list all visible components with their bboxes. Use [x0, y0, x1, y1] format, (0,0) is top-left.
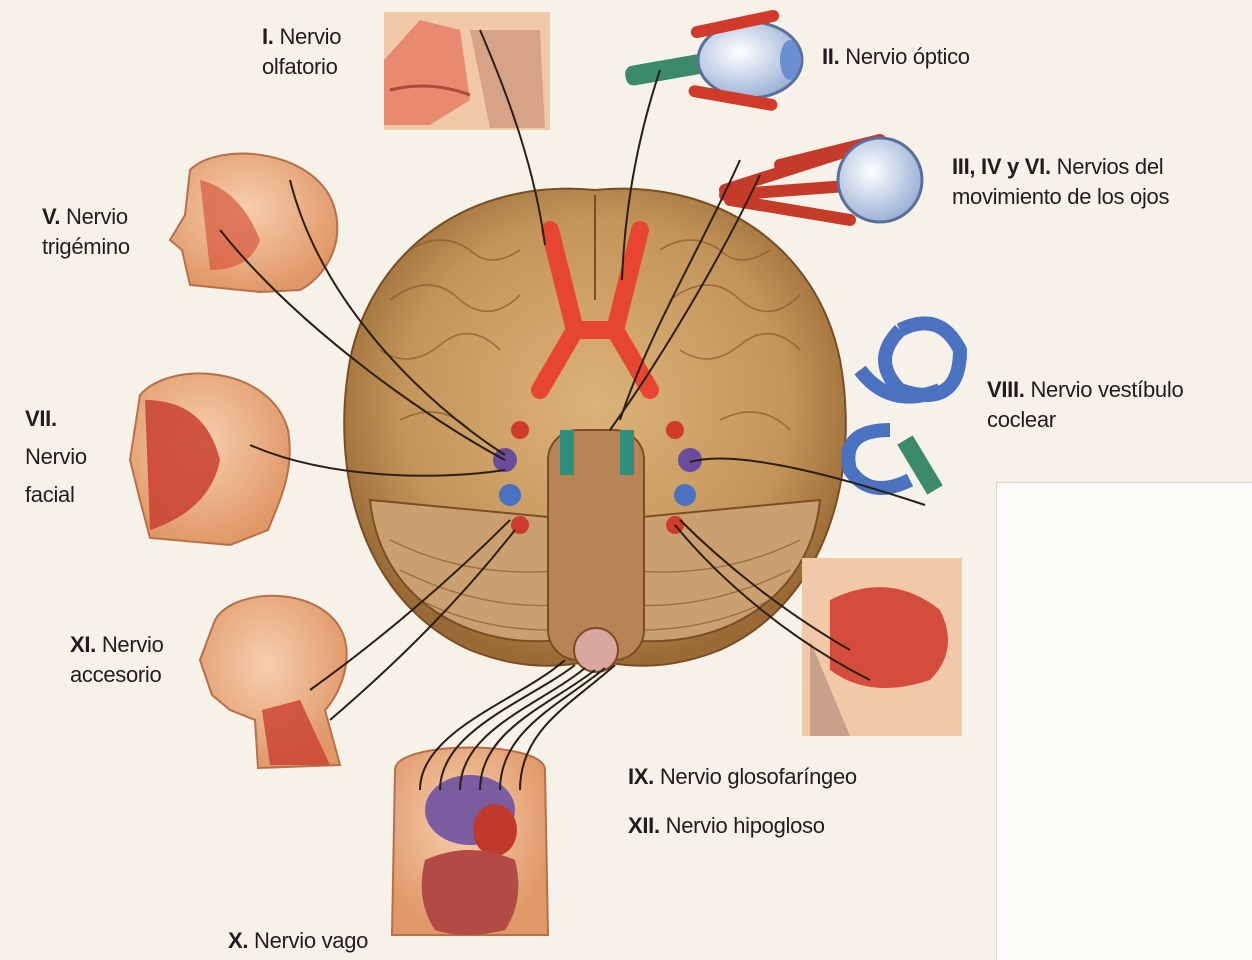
label-number: XII.	[628, 813, 660, 838]
label-optic-nerve: II. Nervio óptico	[822, 42, 970, 72]
label-number: XI.	[70, 632, 96, 657]
label-text: Nervios del	[1057, 154, 1164, 179]
label-text: facial	[25, 482, 75, 507]
inner-ear-icon	[848, 323, 960, 490]
label-number: III, IV y VI.	[952, 154, 1051, 179]
head-profile-icon	[170, 154, 337, 292]
label-text: Nervio vago	[254, 928, 368, 953]
label-number: II.	[822, 44, 839, 69]
label-text: coclear	[987, 407, 1056, 432]
label-number: VII.	[25, 406, 57, 431]
label-number: V.	[42, 204, 60, 229]
label-text: Nervio glosofaríngeo	[660, 764, 857, 789]
label-text: Nervio	[279, 24, 341, 49]
label-number: I.	[262, 24, 274, 49]
mouth-section-icon	[802, 558, 962, 736]
eye-muscles-icon	[725, 138, 922, 222]
label-hypoglossal-nerve: XII. Nervio hipogloso	[628, 811, 825, 841]
label-eye-movement-nerves: III, IV y VI. Nervios del movimiento de …	[952, 152, 1169, 212]
label-facial-nerve: VII. Nervio facial	[25, 400, 87, 514]
label-number: IX.	[628, 764, 654, 789]
label-number: VIII.	[987, 377, 1025, 402]
eye-icon	[624, 9, 802, 112]
label-text: accesorio	[70, 662, 161, 687]
label-text: Nervio vestíbulo	[1030, 377, 1183, 402]
label-text: Nervio óptico	[845, 44, 970, 69]
label-glossopharyngeal-nerve: IX. Nervio glosofaríngeo	[628, 762, 857, 792]
blank-panel	[996, 482, 1252, 960]
label-text: Nervio	[66, 204, 128, 229]
neck-head-icon	[200, 596, 347, 768]
label-number: X.	[228, 928, 248, 953]
label-trigeminal-nerve: V. Nervio trigémino	[42, 202, 130, 262]
label-text: Nervio	[102, 632, 164, 657]
label-vestibulocochlear-nerve: VIII. Nervio vestíbulo coclear	[987, 375, 1183, 435]
label-text: trigémino	[42, 234, 130, 259]
label-accessory-nerve: XI. Nervio accesorio	[70, 630, 164, 690]
label-text: olfatorio	[262, 54, 338, 79]
label-text: movimiento de los ojos	[952, 184, 1169, 209]
label-text: Nervio	[25, 444, 87, 469]
face-muscles-icon	[130, 373, 290, 545]
brain-base-view	[344, 189, 846, 672]
nose-section-icon	[384, 12, 550, 130]
torso-organs-icon	[392, 748, 548, 936]
label-vagus-nerve: X. Nervio vago	[228, 926, 368, 956]
label-text: Nervio hipogloso	[666, 813, 825, 838]
label-olfactory-nerve: I. Nervio olfatorio	[262, 22, 341, 82]
